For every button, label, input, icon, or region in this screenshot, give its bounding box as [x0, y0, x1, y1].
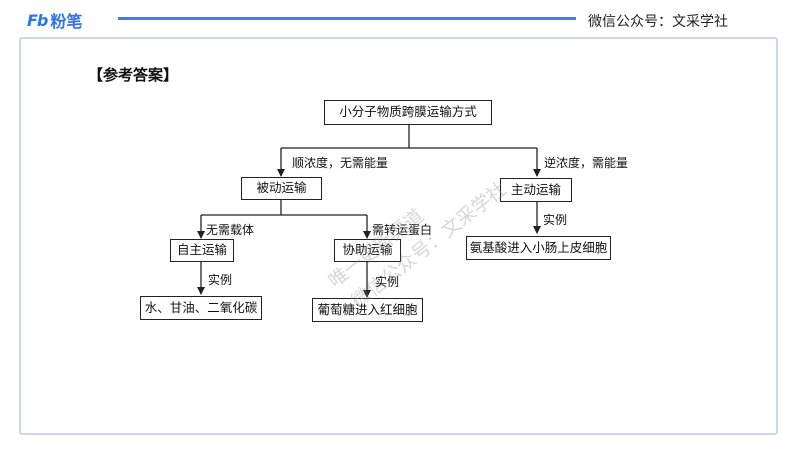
fenbi-logo: Fb 粉笔	[27, 10, 83, 32]
active-transport-node: 主动运输	[500, 178, 572, 202]
facilitated-edge-label: 需转运蛋白	[372, 223, 433, 237]
active-example-node: 氨基酸进入小肠上皮细胞	[466, 236, 611, 260]
wechat-account: 微信公众号：文采学社	[588, 14, 728, 30]
simple-diffusion-node: 自主运输	[170, 239, 234, 262]
root-node: 小分子物质跨膜运输方式	[324, 100, 492, 125]
passive-transport-node: 被动运输	[241, 177, 322, 200]
section-title: 【参考答案】	[88, 66, 179, 84]
logo-mark: Fb	[27, 10, 48, 30]
simple-example-node: 水、甘油、二氧化碳	[140, 296, 262, 320]
header-accent-line	[118, 17, 576, 20]
facilitated-example-node: 葡萄糖进入红细胞	[312, 298, 423, 322]
simple-edge-label: 无需载体	[206, 223, 255, 237]
facilitated-example-label: 实例	[375, 275, 400, 289]
active-edge-label: 逆浓度，需能量	[544, 156, 629, 170]
simple-example-label: 实例	[208, 273, 233, 287]
logo-text: 粉笔	[50, 12, 83, 31]
active-example-label: 实例	[543, 213, 568, 227]
content-frame	[19, 37, 778, 435]
passive-edge-label: 顺浓度，无需能量	[292, 156, 389, 170]
facilitated-diffusion-node: 协助运输	[334, 239, 401, 262]
